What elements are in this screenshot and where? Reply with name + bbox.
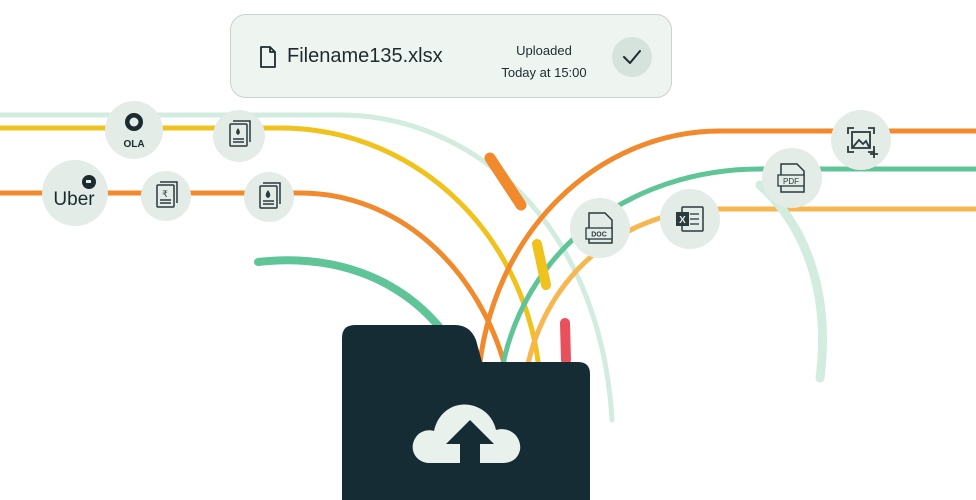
image-scan-icon	[847, 127, 875, 153]
ola-logo-text: OLA	[123, 139, 144, 150]
upload-folder	[342, 325, 590, 500]
receipt-rupee-badge: ₹	[141, 171, 191, 221]
red-accent-dash	[560, 318, 571, 365]
orange-accent-dash	[484, 152, 527, 211]
upload-status: Uploaded Today at 15:00	[501, 40, 587, 84]
upload-timestamp: Today at 15:00	[501, 65, 587, 80]
ola-badge: OLA	[105, 101, 163, 159]
receipt-icon	[259, 182, 281, 209]
uploaded-filename: Filename135.xlsx	[287, 45, 443, 67]
checkmark-icon	[623, 50, 641, 64]
pdf-label: PDF	[783, 177, 799, 186]
pdf-badge: PDF	[762, 148, 822, 208]
uber-logo-text: Uber	[53, 189, 95, 210]
document-icon	[260, 46, 276, 68]
upload-complete-indicator	[612, 37, 652, 77]
orange-flow-line-right	[475, 128, 976, 383]
uber-badge: Uber	[42, 160, 108, 226]
receipt-icon	[156, 181, 178, 208]
upload-notification: Filename135.xlsx Uploaded Today at 15:00	[230, 14, 672, 98]
yellow-accent-dash	[532, 239, 551, 290]
cloud-upload-icon	[412, 404, 521, 463]
receipt-drop-badge	[213, 110, 265, 162]
upload-status-label: Uploaded	[516, 43, 572, 58]
xlsx-label: X	[679, 215, 686, 226]
yellow-flow-line	[0, 125, 543, 383]
receipt-fire-badge	[244, 172, 294, 222]
xlsx-badge: X	[660, 189, 720, 249]
doc-label: DOC	[591, 232, 607, 239]
orange-flow-line-left	[0, 190, 509, 373]
doc-badge: DOC	[570, 198, 630, 258]
image-scan-badge	[831, 110, 891, 170]
svg-text:₹: ₹	[162, 189, 168, 199]
faint-flow-arc-right	[755, 180, 827, 383]
receipt-icon	[229, 120, 251, 147]
